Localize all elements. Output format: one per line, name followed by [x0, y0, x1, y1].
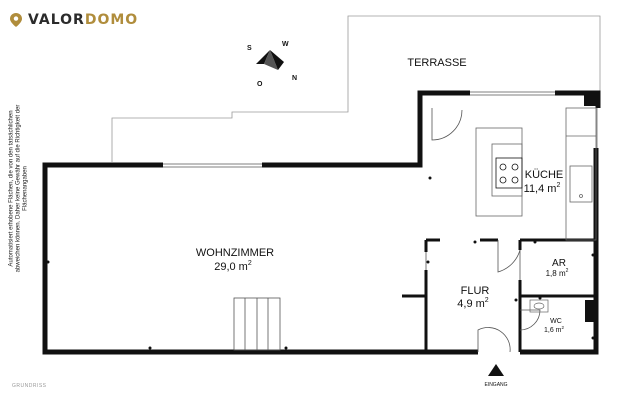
compass-s: S [247, 45, 252, 52]
brand-name: VALORDOMO [28, 12, 138, 28]
room-kueche-name: KÜCHE [525, 169, 564, 181]
exterior-walls [42, 90, 601, 355]
socket-markers [46, 176, 595, 350]
room-flur-name: FLUR [461, 285, 490, 297]
room-wc-name: WC [550, 318, 562, 325]
brand-logo: VALORDOMO [10, 12, 138, 28]
entrance-label: EINGANG [484, 382, 507, 388]
room-ar-area-value: 1,8 m [546, 269, 566, 278]
entrance-marker: EINGANG [484, 364, 508, 388]
room-terrasse-name: TERRASSE [407, 57, 466, 69]
room-wohnzimmer-area-sup: 2 [248, 260, 252, 267]
room-wohnzimmer-area-value: 29,0 m [214, 261, 248, 273]
brand-name-part2: DOMO [84, 12, 139, 28]
compass-needle-icon [256, 50, 270, 64]
room-kueche-area-sup: 2 [556, 182, 560, 189]
room-ar-area-sup: 2 [566, 268, 569, 274]
stairs [233, 297, 281, 351]
kitchen-counter [565, 107, 597, 241]
windows [163, 91, 598, 168]
room-flur-area-value: 4,9 m [457, 298, 485, 310]
doors [425, 108, 541, 353]
compass: S W O N [247, 41, 297, 88]
room-ar-name: AR [552, 258, 566, 269]
interior-walls [402, 238, 596, 352]
brand-name-part1: VALOR [28, 12, 85, 28]
compass-o: O [257, 81, 263, 88]
compass-n: N [292, 75, 297, 82]
compass-needle-tip [270, 50, 284, 70]
terrace-outline [111, 15, 601, 162]
room-flur-area: 4,9 m2 [457, 297, 489, 310]
room-wc-area-value: 1,6 m [544, 327, 562, 334]
compass-needle-shade [264, 50, 278, 70]
room-flur-area-sup: 2 [485, 297, 489, 304]
entrance-arrow-icon [488, 364, 504, 376]
room-wohnzimmer-area: 29,0 m2 [214, 260, 252, 273]
room-ar-area: 1,8 m2 [546, 268, 569, 278]
wc-fixtures [529, 299, 549, 313]
wall-column [585, 300, 597, 322]
room-wc-area: 1,6 m2 [544, 325, 565, 334]
compass-w: W [282, 41, 289, 48]
location-pin-icon [10, 13, 22, 27]
room-wc-area-sup: 2 [562, 325, 565, 330]
room-kueche-area-value: 11,4 m [524, 183, 557, 195]
wall-corner-block [584, 92, 598, 106]
kitchen-island [475, 127, 523, 217]
room-wohnzimmer-name: WOHNZIMMER [196, 247, 274, 259]
footer-label: GRUNDRISS [12, 383, 47, 389]
room-kueche-area: 11,4 m2 [524, 182, 561, 195]
